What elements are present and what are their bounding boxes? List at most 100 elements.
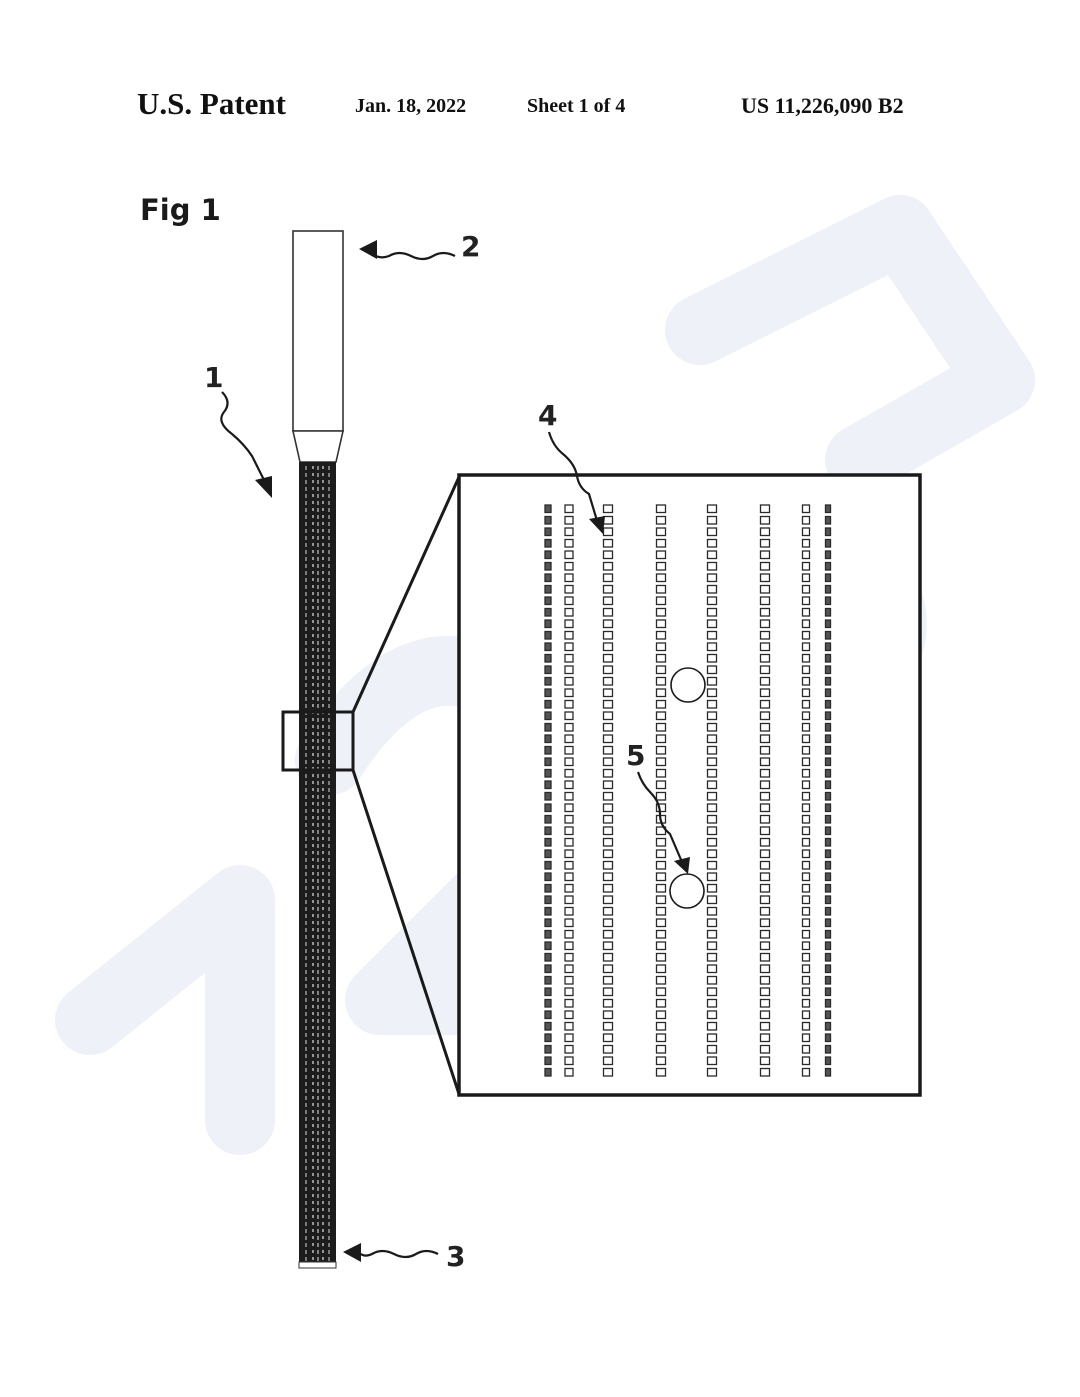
cell (544, 941, 552, 951)
cell (801, 711, 811, 721)
cell (602, 964, 614, 974)
cell (544, 734, 552, 744)
cell (544, 745, 552, 755)
cell (759, 561, 771, 571)
cell (655, 1056, 667, 1066)
cell (602, 895, 614, 905)
cell (824, 676, 832, 686)
cell (602, 757, 614, 767)
cell (544, 699, 552, 709)
cell (655, 906, 667, 916)
cell (655, 1021, 667, 1031)
cell (824, 665, 832, 675)
cell (655, 780, 667, 790)
cell (759, 964, 771, 974)
cell (706, 1010, 718, 1020)
cell (706, 515, 718, 525)
cell (655, 860, 667, 870)
cell (602, 952, 614, 962)
cell (544, 952, 552, 962)
cell (824, 1056, 832, 1066)
cell (759, 849, 771, 859)
cell (801, 826, 811, 836)
cell (759, 734, 771, 744)
cell (655, 768, 667, 778)
cell (564, 550, 574, 560)
cell (759, 906, 771, 916)
cell (824, 895, 832, 905)
cell (544, 515, 552, 525)
cell (564, 527, 574, 537)
cell (759, 550, 771, 560)
cell (564, 872, 574, 882)
cell (759, 527, 771, 537)
cell (801, 849, 811, 859)
cell (706, 504, 718, 514)
cell (759, 653, 771, 663)
cell (564, 676, 574, 686)
cell (801, 1056, 811, 1066)
cell (564, 1010, 574, 1020)
projection-line-bottom (351, 769, 461, 1095)
cell (544, 722, 552, 732)
cell (824, 826, 832, 836)
cell (824, 941, 832, 951)
cell (564, 883, 574, 893)
cell (801, 1010, 811, 1020)
cell (706, 803, 718, 813)
cell (824, 768, 832, 778)
cell (602, 918, 614, 928)
cell (602, 987, 614, 997)
cell (564, 757, 574, 767)
cell (801, 527, 811, 537)
cell (824, 642, 832, 652)
cell (759, 987, 771, 997)
cell (801, 837, 811, 847)
cell (824, 745, 832, 755)
cell (759, 630, 771, 640)
cell (602, 1010, 614, 1020)
cell (759, 757, 771, 767)
cell (655, 584, 667, 594)
cell (655, 791, 667, 801)
cell (655, 745, 667, 755)
cell (801, 1044, 811, 1054)
cell (706, 1044, 718, 1054)
cell (655, 803, 667, 813)
cell (801, 872, 811, 882)
cell (824, 619, 832, 629)
cell (544, 975, 552, 985)
cell (759, 803, 771, 813)
cell (824, 975, 832, 985)
cell (706, 975, 718, 985)
cell (602, 860, 614, 870)
cell (824, 573, 832, 583)
cell (706, 849, 718, 859)
cell (655, 998, 667, 1008)
cell (801, 952, 811, 962)
cell (759, 722, 771, 732)
cell (602, 1021, 614, 1031)
cell (706, 561, 718, 571)
cell (801, 814, 811, 824)
cell (655, 722, 667, 732)
particles (669, 667, 706, 909)
cell (602, 975, 614, 985)
cell (824, 803, 832, 813)
cell (564, 688, 574, 698)
sheet-number: Sheet 1 of 4 (527, 95, 626, 117)
cell (655, 757, 667, 767)
cell (564, 607, 574, 617)
cell (759, 515, 771, 525)
cell (706, 929, 718, 939)
cell (655, 596, 667, 606)
cell (706, 573, 718, 583)
cell (564, 619, 574, 629)
cell (759, 1044, 771, 1054)
cell (564, 941, 574, 951)
cell (801, 1067, 811, 1077)
cell (824, 849, 832, 859)
cell (602, 883, 614, 893)
